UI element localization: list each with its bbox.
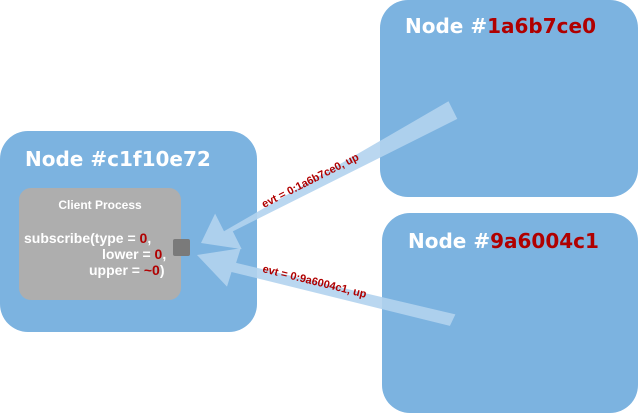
client-process-box: Client Process subscribe(type = 0, lower…	[19, 188, 181, 300]
node-title-prefix: Node #	[408, 229, 491, 253]
subscribe-call-line-1: subscribe(type = 0,	[24, 230, 151, 246]
node-9a6004c1: Node #9a6004c1	[382, 213, 638, 413]
call-separator: ,	[162, 246, 167, 262]
node-title: Node #9a6004c1	[408, 229, 599, 253]
subscribe-call-text: subscribe(type =	[24, 230, 140, 246]
node-id: 9a6004c1	[490, 229, 599, 253]
subscribe-call-line-3: upper = ~0)	[89, 262, 165, 278]
upper-text: upper =	[89, 262, 144, 278]
event-label-from-bottom: evt = 0:9a6004c1, up	[261, 263, 368, 301]
node-id: 1a6b7ce0	[487, 14, 596, 38]
subscribe-call-line-2: lower = 0,	[102, 246, 166, 262]
node-title: Node #1a6b7ce0	[405, 14, 596, 38]
lower-text: lower =	[102, 246, 155, 262]
client-process-title: Client Process	[58, 198, 142, 212]
lower-value: 0	[154, 246, 163, 262]
node-c1f10e72: Node #c1f10e72 Client Process subscribe(…	[0, 131, 257, 332]
upper-value: ~0	[143, 262, 160, 278]
event-label-from-top: evt = 0:1a6b7ce0, up	[260, 151, 361, 211]
subscription-port	[173, 239, 190, 256]
node-id: c1f10e72	[107, 147, 211, 171]
node-title-prefix: Node #	[25, 147, 108, 171]
call-close-paren: )	[159, 262, 165, 278]
type-value: 0	[139, 230, 148, 246]
node-1a6b7ce0: Node #1a6b7ce0	[380, 0, 638, 197]
node-title: Node #c1f10e72	[25, 147, 211, 171]
node-title-prefix: Node #	[405, 14, 488, 38]
call-separator: ,	[147, 230, 152, 246]
